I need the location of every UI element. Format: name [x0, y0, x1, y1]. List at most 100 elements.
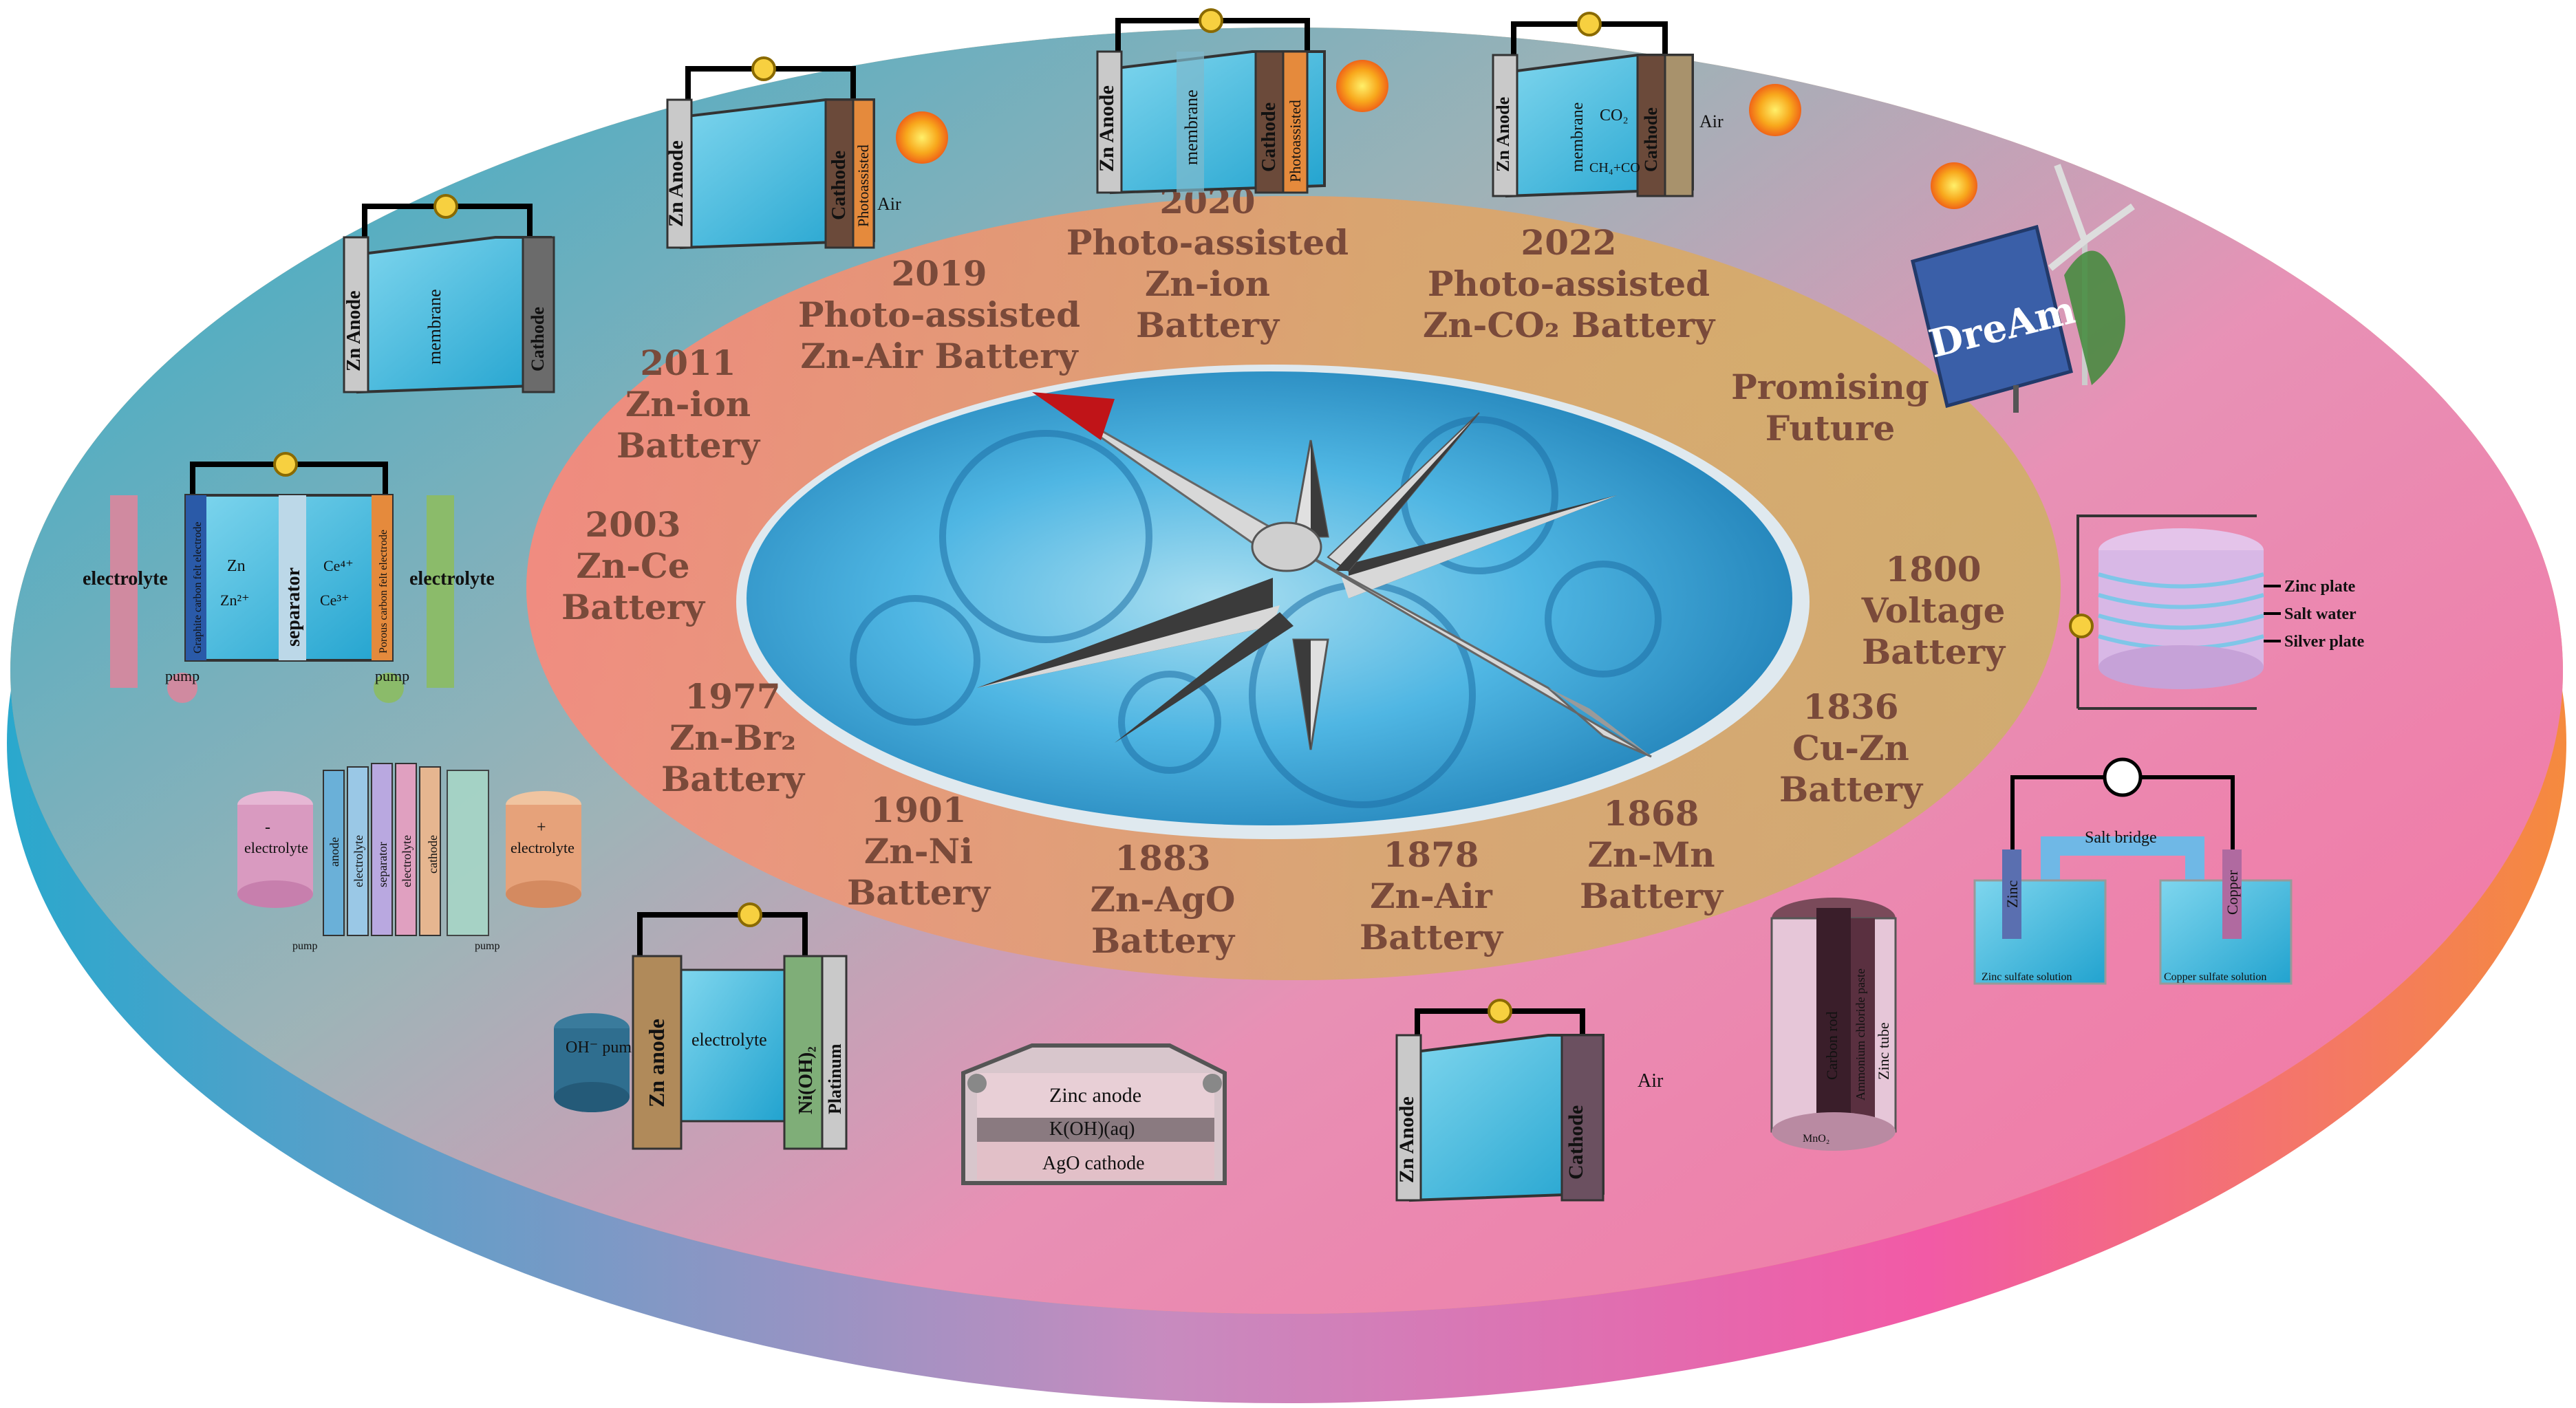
- timeline-label: 1883: [1115, 838, 1210, 878]
- timeline-label: Future: [1765, 408, 1896, 448]
- copper-label: Copper: [2224, 870, 2241, 915]
- cathode-label: Ni(OH)₂: [795, 1046, 817, 1114]
- cell-cathode-label: Cathode: [1641, 107, 1661, 172]
- pump-left-label: pump: [292, 940, 317, 952]
- timeline-label: Zn-Mn: [1587, 834, 1715, 875]
- pump-right-label: pump: [475, 940, 500, 952]
- layer-label: separator: [376, 842, 389, 887]
- ago-electrolyte-label: K(OH)(aq): [1049, 1118, 1135, 1140]
- zinc-tube-label: Zinc tube: [1875, 1022, 1892, 1080]
- sun-icon: [1931, 162, 1977, 209]
- anode-label: Zn anode: [644, 1019, 669, 1107]
- air-anode-label: Zn Anode: [1395, 1096, 1418, 1183]
- ago-cathode-label: AgO cathode: [1042, 1153, 1145, 1174]
- cell-membrane-label: membrane: [425, 289, 444, 365]
- sun-icon: [1749, 84, 1801, 136]
- timeline-label: 1977: [685, 676, 780, 717]
- cell-photo-label: Photoassisted: [855, 144, 872, 227]
- cell-photo-zn-air: Zn Anode Cathode Photoassisted Air: [665, 56, 948, 250]
- layer-label: electrolyte: [352, 835, 365, 887]
- cell-air-label: Air: [877, 194, 901, 214]
- layer-label: cathode: [426, 835, 440, 874]
- pump-right-label: pump: [375, 667, 409, 684]
- cell-photo-zn-ion: Zn Anode membrane Cathode Photoassisted: [1095, 8, 1388, 195]
- cell-cu-zn: Salt bridge Zinc Copper Zinc sulfate sol…: [1973, 757, 2293, 985]
- cell-anode-label: Zn Anode: [665, 140, 687, 227]
- cell-anode-label: Zn Anode: [1493, 97, 1513, 172]
- pos-sign: +: [537, 819, 546, 836]
- cell-zn-ni: OH⁻ pump Zn anode electrolyte Ni(OH)₂ Pl…: [554, 902, 848, 1150]
- timeline-label: Battery: [1091, 920, 1236, 961]
- timeline-label: Battery: [1862, 631, 2006, 672]
- cell-voltage-pile: Zinc plate Salt water Silver plate: [2069, 515, 2365, 710]
- voltmeter-icon: [2103, 757, 2143, 797]
- timeline-label: 1878: [1383, 834, 1479, 875]
- cell-co2-label: CO₂: [1600, 107, 1629, 124]
- solar-panel-icon: [1911, 224, 2073, 409]
- cell-cathode-label: Cathode: [1258, 102, 1280, 172]
- air-cathode-label: Cathode: [1565, 1105, 1587, 1180]
- timeline-label: Promising: [1731, 367, 1929, 407]
- ago-anode-label: Zinc anode: [1049, 1084, 1141, 1107]
- timeline-label: Voltage: [1861, 590, 2006, 631]
- future-illustration: DreAm: [1911, 162, 2135, 413]
- cell-zn-ce: electrolyte electrolyte separator Zn Zn²…: [83, 452, 495, 703]
- cell-membrane-label: membrane: [1569, 102, 1587, 172]
- cell-zn-ion: Zn Anode membrane Cathode: [343, 194, 555, 394]
- cell-anode-label: Zn Anode: [343, 291, 365, 372]
- mno2-label: MnO₂: [1803, 1133, 1829, 1145]
- zinc-plate-label: Zinc plate: [2284, 578, 2356, 596]
- separator-label: separator: [283, 567, 304, 647]
- left-electrode-label: Graphite carbon felt electrode: [192, 522, 204, 653]
- timeline-label: Zn-Ce: [576, 545, 689, 586]
- tree-icon: [2064, 250, 2125, 385]
- right-electrode-label: Porous carbon felt electrode: [378, 530, 389, 653]
- timeline-label: Photo-assisted: [1066, 222, 1349, 263]
- zinc-label: Zinc: [2004, 880, 2021, 908]
- copper-solution-label: Copper sulfate solution: [2164, 971, 2266, 983]
- zn2-label: Zn²⁺: [220, 592, 250, 609]
- timeline-label: Zn-Air: [1370, 876, 1492, 916]
- platinum-label: Platinum: [825, 1043, 845, 1114]
- timeline-label: 1836: [1803, 686, 1898, 727]
- neg-sign: -: [265, 819, 270, 836]
- paste-label: Ammonium chloride paste: [1854, 968, 1867, 1101]
- timeline-label: Cu-Zn: [1792, 728, 1909, 768]
- cell-cathode-label: Cathode: [528, 307, 548, 371]
- electrolyte-label: electrolyte: [691, 1030, 767, 1050]
- oh-pump-label: OH⁻ pump: [566, 1039, 640, 1057]
- timeline-label: Battery: [1580, 876, 1724, 916]
- timeline-label: 2003: [585, 504, 680, 545]
- layer-label: electrolyte: [400, 835, 414, 887]
- sun-icon: [896, 111, 948, 164]
- timeline-label: Zn-AgO: [1091, 879, 1236, 920]
- cell-zn-air: Zn Anode Cathode Air: [1395, 999, 1664, 1202]
- compass-needle: [1032, 392, 1652, 758]
- silver-plate-label: Silver plate: [2284, 633, 2365, 651]
- timeline-label: Zn-ion: [625, 384, 751, 424]
- cell-membrane-label: membrane: [1181, 89, 1201, 165]
- cell-cathode-label: Cathode: [828, 151, 850, 220]
- timeline-label: Photo-assisted: [1428, 263, 1710, 304]
- timeline-label: Battery: [1136, 305, 1280, 345]
- timeline-label: Battery: [847, 872, 991, 913]
- timeline-label: 1868: [1603, 793, 1699, 834]
- timeline-label: Battery: [616, 425, 761, 466]
- cell-products-label: CH₄+CO: [1589, 160, 1640, 175]
- salt-bridge-label: Salt bridge: [2085, 829, 2157, 847]
- pump-left-label: pump: [165, 667, 200, 684]
- cell-zn-br: - electrolyte + electrolyte anode electr…: [237, 763, 581, 952]
- timeline-label: 2019: [891, 253, 987, 294]
- timeline-label: Battery: [1779, 769, 1924, 810]
- timeline-label: Battery: [1360, 917, 1504, 957]
- zn-label: Zn: [227, 557, 246, 575]
- timeline-label: Battery: [561, 587, 706, 627]
- timeline-label: 2022: [1521, 222, 1616, 263]
- pos-electrolyte-label: electrolyte: [511, 839, 575, 856]
- salt-water-label: Salt water: [2284, 605, 2357, 623]
- timeline-label: Zn-Br₂: [669, 717, 796, 758]
- timeline-label: Zn-Ni: [864, 831, 973, 871]
- cell-photo-zn-co2: Zn Anode membrane CO₂ CH₄+CO Cathode Air: [1492, 12, 1801, 198]
